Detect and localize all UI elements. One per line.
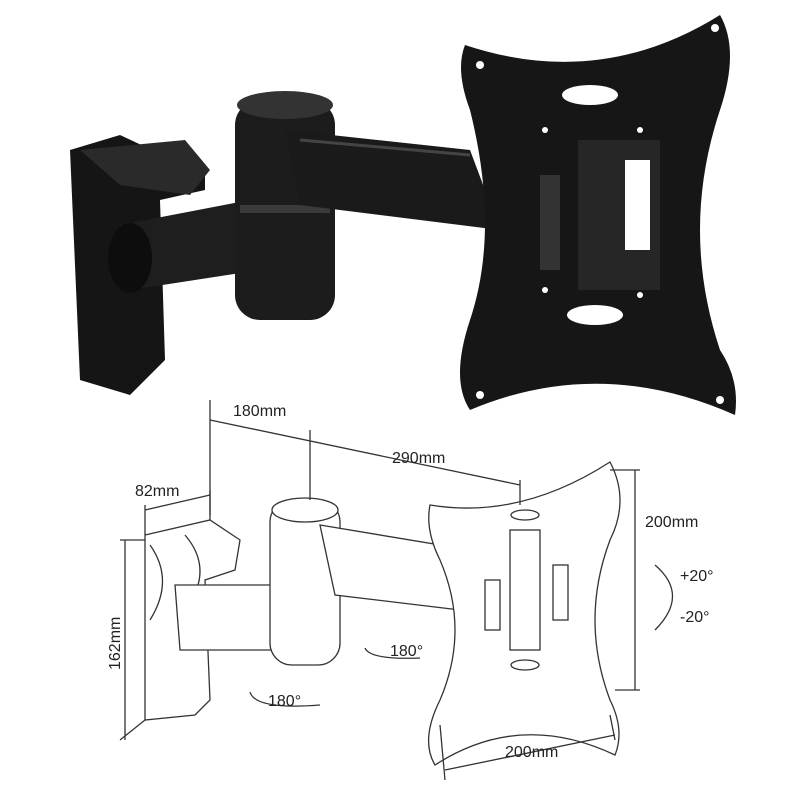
tv-wall-mount-photo bbox=[70, 15, 736, 415]
tilt-down-label: -20° bbox=[680, 609, 710, 626]
tilt-up-label: +20° bbox=[680, 568, 714, 585]
wall-swivel-label: 180° bbox=[268, 693, 301, 710]
arm-length-label: 180mm bbox=[233, 403, 286, 420]
total-extension-label: 290mm bbox=[392, 450, 445, 467]
wall-plate-height-label: 162mm bbox=[107, 617, 124, 670]
vesa-width-label: 200mm bbox=[505, 744, 558, 761]
wall-plate-depth-label: 82mm bbox=[135, 483, 179, 500]
vesa-height-label: 200mm bbox=[645, 514, 698, 531]
head-swivel-label: 180° bbox=[390, 643, 423, 660]
dimension-line-drawing bbox=[119, 400, 674, 781]
